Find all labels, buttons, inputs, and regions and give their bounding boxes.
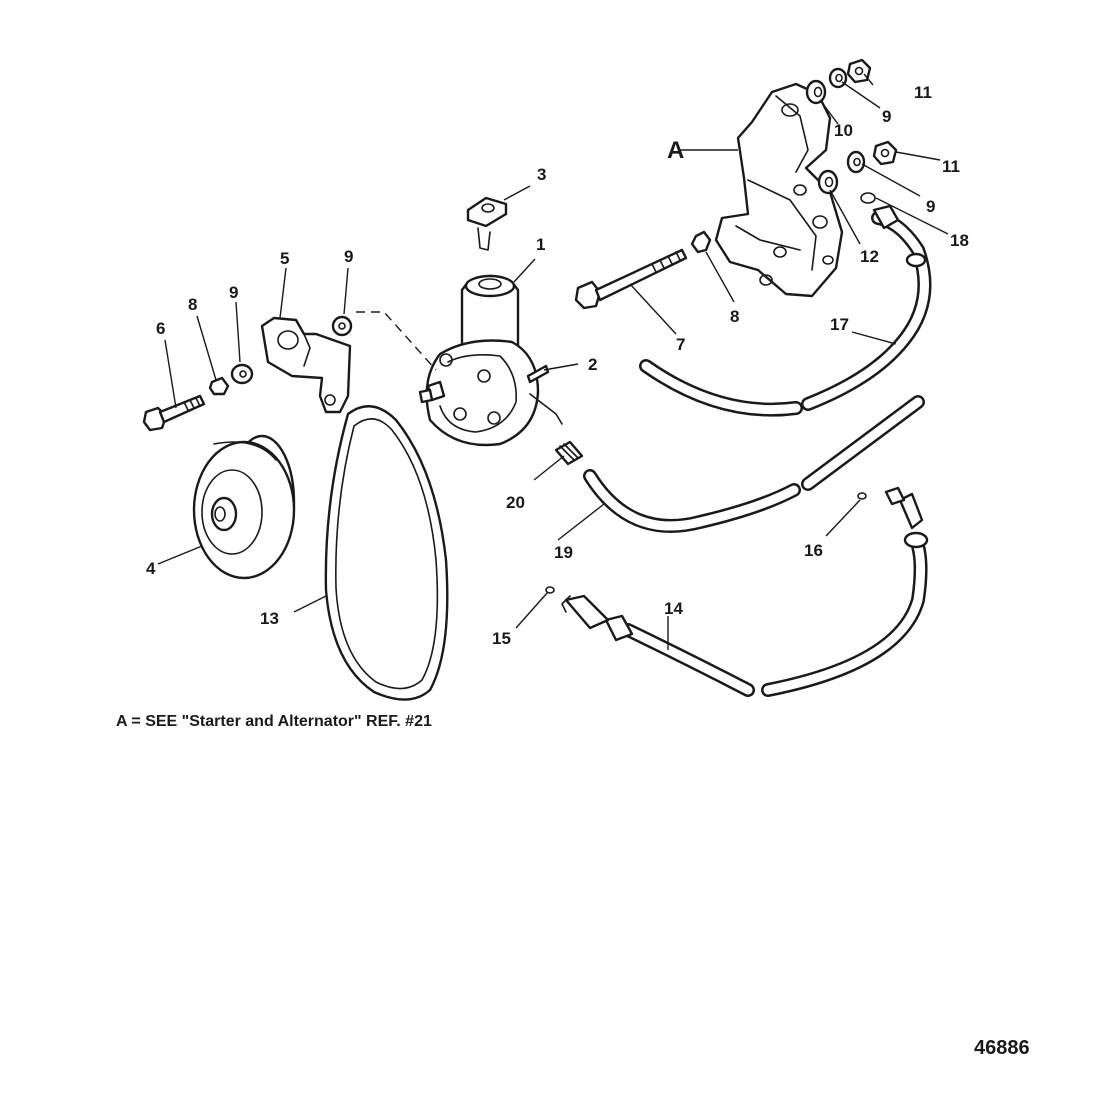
bracket-5: [260, 316, 352, 414]
label-9-left: 9: [229, 283, 238, 302]
washers-8-9: [208, 315, 353, 396]
bolt-7: [574, 248, 688, 310]
label-19: 19: [554, 543, 573, 562]
hose-14: [561, 486, 929, 697]
label-8-right: 8: [730, 307, 739, 326]
hose-17: [639, 204, 932, 417]
label-10: 10: [834, 121, 853, 140]
upper-hardware: [690, 58, 898, 254]
label-17: 17: [830, 315, 849, 334]
label-11-mid: 11: [942, 157, 960, 176]
label-6: 6: [156, 319, 165, 338]
label-8-left: 8: [188, 295, 197, 314]
label-7: 7: [676, 335, 685, 354]
figure-number: 46886: [974, 1037, 1030, 1059]
label-1: 1: [536, 235, 545, 254]
label-9-bracket: 9: [344, 247, 353, 266]
bracket-a: [714, 82, 844, 298]
label-2: 2: [588, 355, 597, 374]
o-ring-16: [857, 492, 867, 500]
callout-labels: A 1 2 3 4 5 6 7 8 8 9 9 9 9 10 11 11 12 …: [146, 83, 969, 648]
pulley-4: [192, 434, 296, 580]
label-3: 3: [537, 165, 546, 184]
reference-note: A = SEE "Starter and Alternator" REF. #2…: [116, 713, 432, 730]
label-18: 18: [950, 231, 969, 250]
label-5: 5: [280, 249, 289, 268]
label-16: 16: [804, 541, 823, 560]
label-a: A: [667, 137, 684, 164]
label-14: 14: [664, 599, 683, 618]
bolt-6: [142, 394, 206, 432]
fitting-20: [554, 440, 584, 466]
label-9-mid: 9: [926, 197, 935, 216]
belt-13: [324, 405, 449, 701]
label-12: 12: [860, 247, 879, 266]
leader-lines: [157, 73, 949, 650]
pump-1: [418, 274, 563, 447]
label-4: 4: [146, 559, 156, 578]
label-9-top: 9: [882, 107, 891, 126]
o-ring-15: [545, 586, 555, 594]
label-11-top: 11: [914, 83, 932, 102]
hose-19: [583, 395, 925, 533]
label-20: 20: [506, 493, 525, 512]
label-13: 13: [260, 609, 279, 628]
label-15: 15: [492, 629, 511, 648]
cap-3: [466, 196, 508, 251]
